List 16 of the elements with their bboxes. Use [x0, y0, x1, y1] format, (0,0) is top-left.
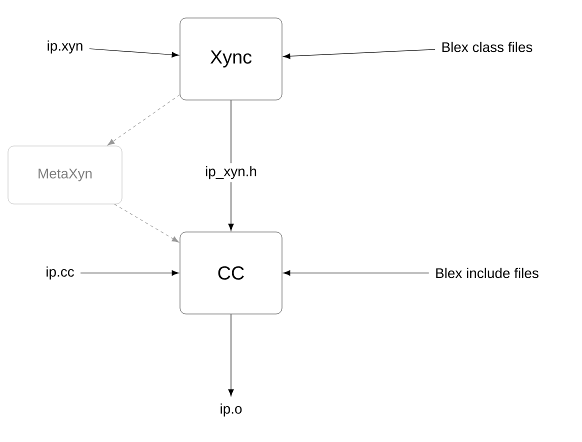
- arrow: [89, 48, 179, 58]
- arrow: [283, 270, 430, 276]
- dashed-arrow: [114, 204, 180, 242]
- process-box: MetaXyn: [8, 146, 122, 204]
- file-label: Blex include files: [436, 268, 538, 278]
- dashed-arrow: [107, 94, 180, 146]
- file-label: ip.cc: [46, 266, 74, 280]
- arrow: [228, 314, 234, 396]
- arrow: [283, 49, 436, 59]
- file-label: Blex class files: [442, 42, 532, 52]
- edge-label: ip_xyn.h: [202, 163, 260, 182]
- file-label: ip.o: [220, 403, 242, 416]
- process-box: Xync: [180, 18, 282, 100]
- file-label: ip.xyn: [48, 40, 82, 54]
- arrow: [80, 270, 179, 276]
- process-box: CC: [180, 232, 282, 314]
